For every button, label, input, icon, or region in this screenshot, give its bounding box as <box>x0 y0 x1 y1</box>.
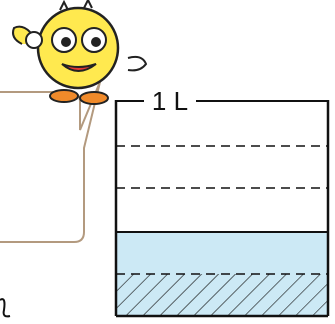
mascot-character-icon <box>13 0 146 104</box>
partial-glyph <box>0 299 10 316</box>
liter-container: 1 L <box>116 86 328 316</box>
hatched-area <box>116 274 328 316</box>
liter-label: 1 L <box>152 86 188 116</box>
speech-bubble-icon <box>0 82 100 242</box>
